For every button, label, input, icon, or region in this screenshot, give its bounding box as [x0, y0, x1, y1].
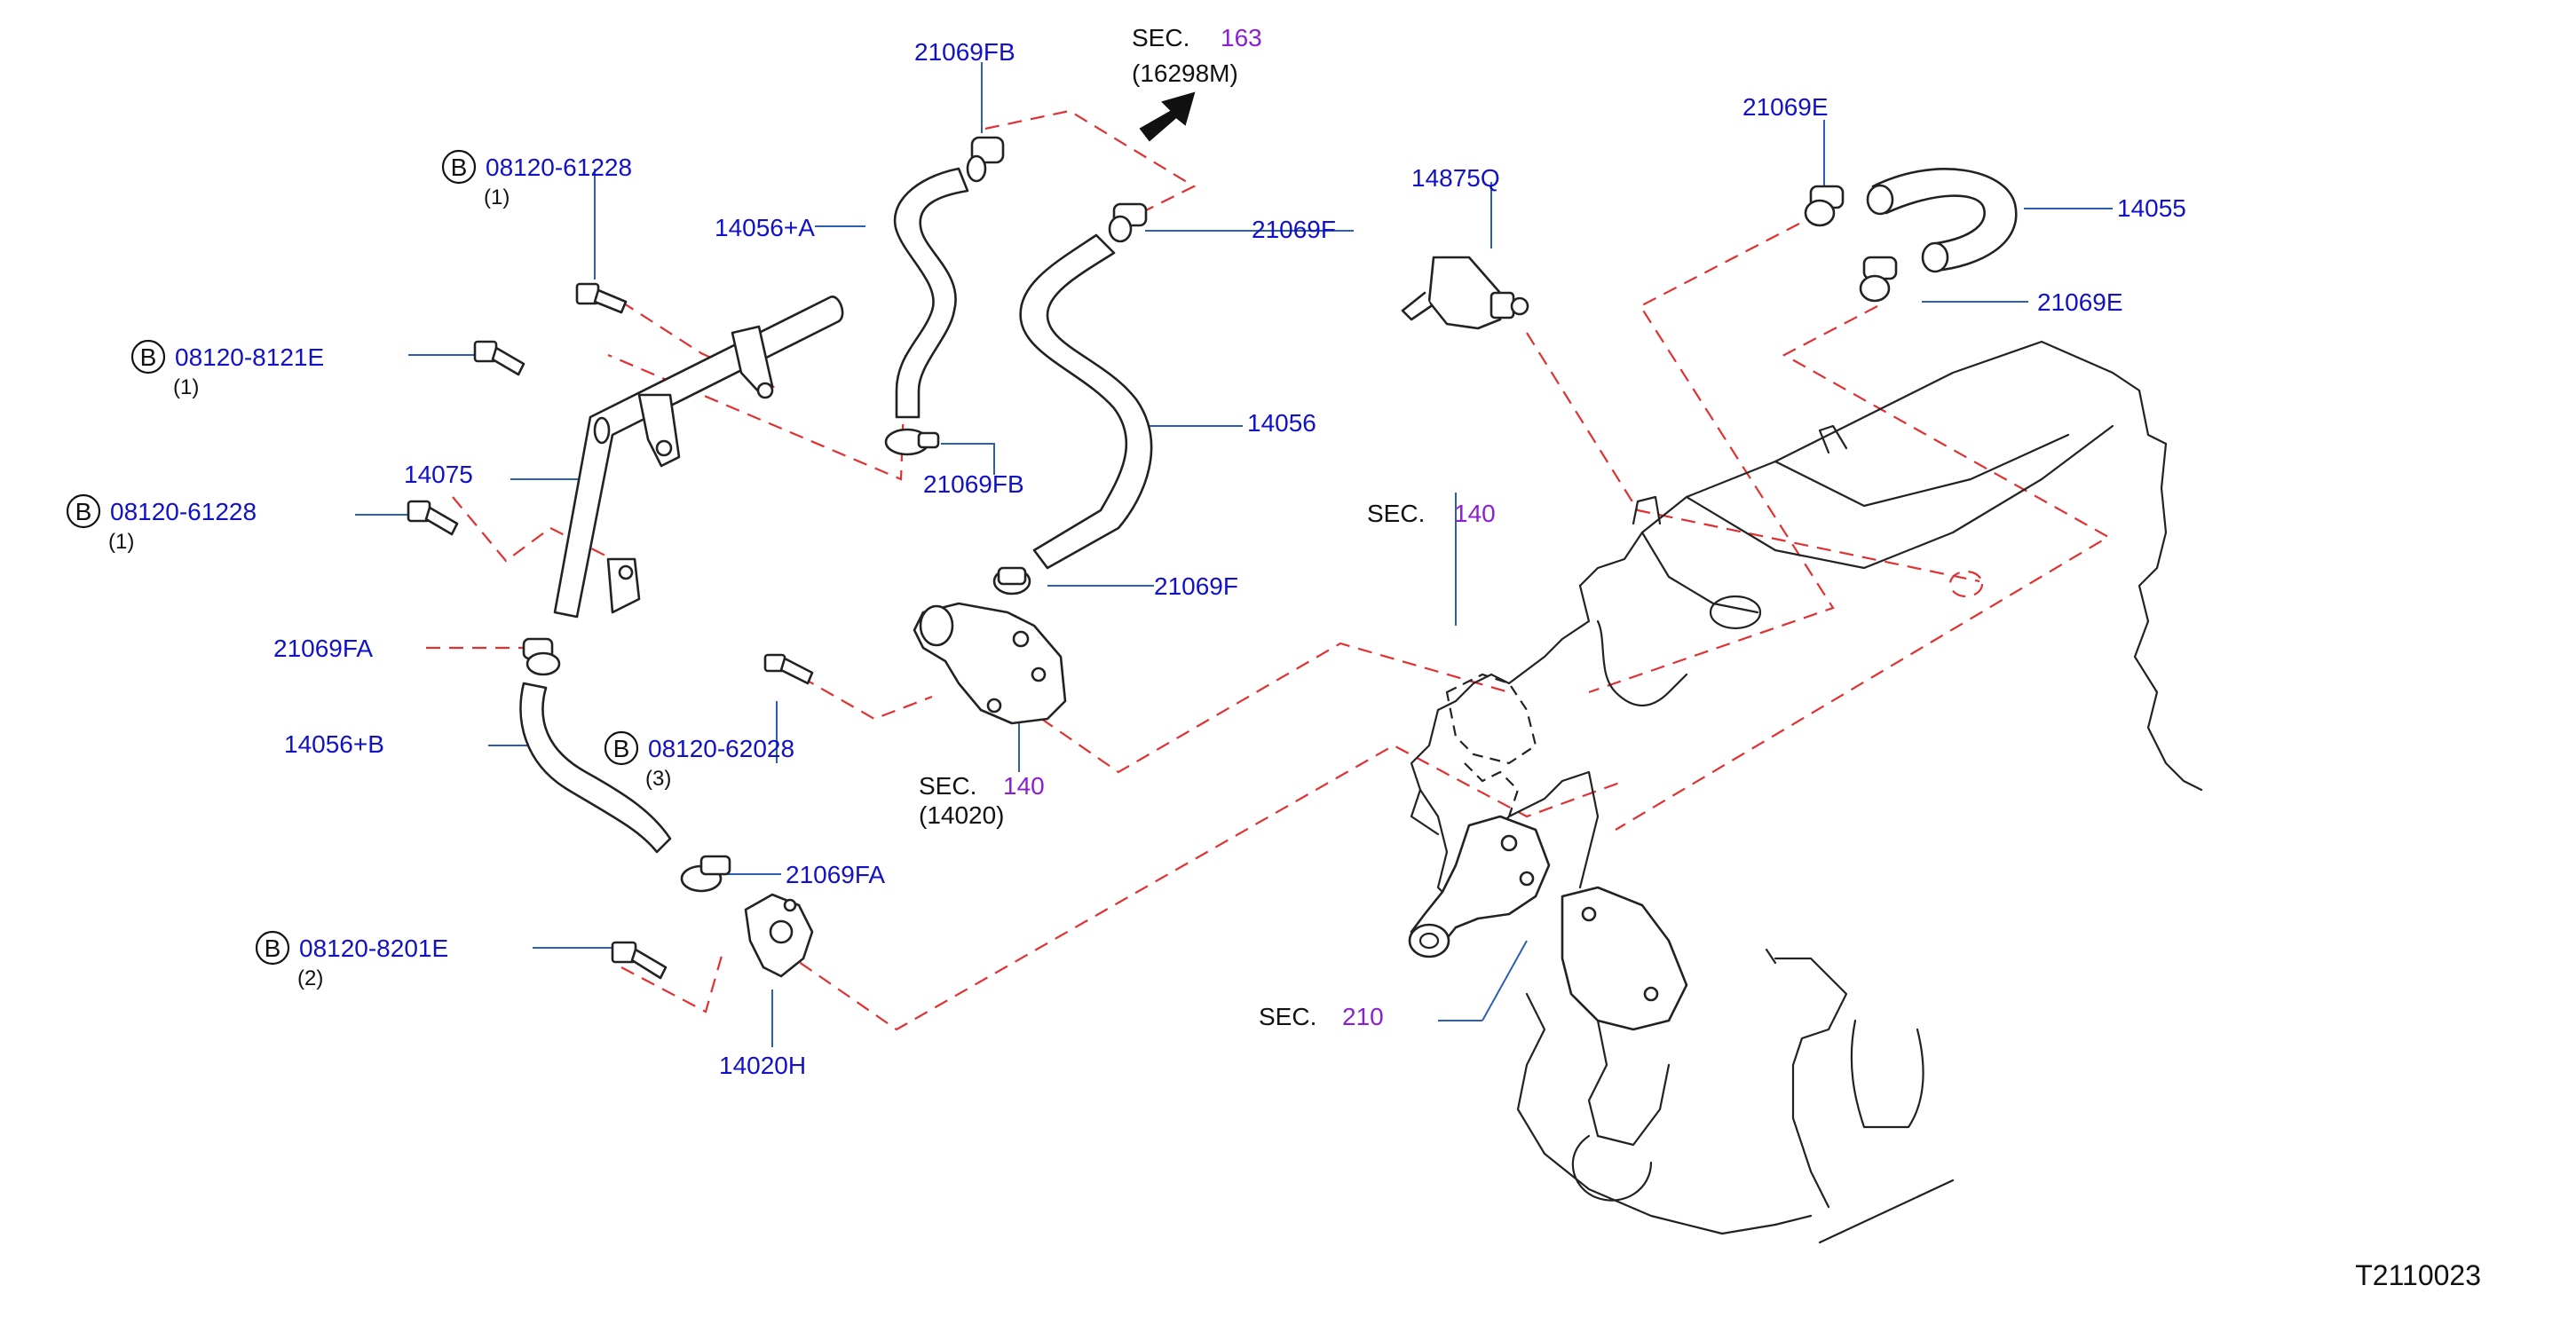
badge-b: B	[75, 498, 92, 525]
label-21069F-bottom: 21069F	[1154, 572, 1238, 600]
bolt-callout-3: B 08120-61228 (1)	[66, 493, 257, 554]
bolt-qty: (2)	[297, 966, 323, 990]
diagram-id: T2110023	[2355, 1259, 2481, 1291]
engine-block	[1408, 340, 2203, 1244]
hose-14056B	[519, 682, 672, 854]
hose-14055	[1871, 168, 2018, 272]
hose-14056	[1019, 233, 1153, 570]
sensor-14875Q	[1401, 256, 1529, 330]
sec-163: SEC. 163 (16298M)	[1132, 24, 1262, 87]
label-21069FB-bottom: 21069FB	[923, 470, 1024, 498]
bolt-08120-62028	[763, 653, 814, 685]
bolt-callout-4: B 08120-62028 (3)	[604, 730, 794, 791]
direction-arrow	[1139, 91, 1196, 142]
badge-b: B	[451, 154, 468, 181]
bolt-callout-5: B 08120-8201E (2)	[255, 930, 448, 990]
clamp-21069F-top	[1108, 202, 1148, 243]
parts	[407, 91, 2018, 980]
clamp-21069FB-top	[966, 136, 1005, 183]
clamp-21069FB-bottom	[884, 428, 940, 456]
clamp-21069E-top	[1804, 185, 1845, 227]
svg-text:163: 163	[1221, 24, 1262, 51]
bolt-part-number: 08120-8121E	[175, 343, 324, 371]
label-14075: 14075	[404, 461, 473, 488]
clamp-21069F-bottom	[992, 566, 1031, 595]
bolt-qty: (1)	[173, 375, 199, 399]
bolt-08120-8201E	[611, 941, 668, 980]
clamp-21069E-bottom	[1859, 256, 1898, 303]
dashed-guides	[426, 109, 2111, 1031]
label-21069F-top: 21069F	[1252, 216, 1336, 243]
label-14020H: 14020H	[719, 1052, 806, 1079]
label-14875Q: 14875Q	[1411, 164, 1500, 192]
svg-text:(14020): (14020)	[919, 801, 1005, 829]
badge-b: B	[613, 735, 630, 762]
label-21069FB-top: 21069FB	[914, 38, 1015, 66]
label-21069FA-top: 21069FA	[273, 635, 373, 662]
label-14056B: 14056+B	[284, 730, 384, 758]
bolt-part-number: 08120-61228	[110, 498, 257, 525]
bolt-part-number: 08120-62028	[648, 735, 794, 762]
svg-text:140: 140	[1454, 500, 1496, 527]
pipe-14075	[553, 296, 844, 619]
svg-text:(16298M): (16298M)	[1132, 59, 1238, 87]
bolt-part-number: 08120-61228	[486, 154, 632, 181]
bolt-qty: (3)	[645, 767, 671, 791]
part-labels: 21069FB 14056+A 21069FB 21069F 14056 210…	[273, 38, 2186, 1079]
sec-140-engine: SEC. 140	[1367, 500, 1496, 527]
bolt-callout-2: B 08120-8121E (1)	[130, 339, 324, 399]
section-references: SEC. 163 (16298M) SEC. 140 SEC. 140 (140…	[919, 24, 1496, 1030]
bolt-qty: (1)	[108, 530, 134, 554]
svg-text:SEC.: SEC.	[1259, 1003, 1316, 1030]
bolt-qty: (1)	[484, 185, 510, 209]
clamp-21069FA-bottom	[680, 855, 731, 893]
hose-14056A	[893, 167, 969, 419]
bolt-08120-8121E	[473, 340, 525, 376]
bolt-08120-61228-a	[575, 282, 628, 314]
badge-b: B	[265, 935, 281, 962]
bolt-part-number: 08120-8201E	[299, 935, 448, 962]
bolt-callouts: B 08120-61228 (1) B 08120-8121E (1) B 08…	[66, 149, 794, 990]
label-21069FA-bottom: 21069FA	[786, 861, 885, 888]
svg-text:SEC.: SEC.	[919, 772, 976, 800]
bolt-callout-1: B 08120-61228 (1)	[441, 149, 632, 209]
clamp-21069FA-top	[522, 637, 561, 676]
svg-text:140: 140	[1003, 772, 1045, 800]
label-21069E-bottom: 21069E	[2037, 288, 2123, 316]
svg-text:SEC.: SEC.	[1367, 500, 1425, 527]
svg-text:SEC.: SEC.	[1132, 24, 1189, 51]
sec-140-thermostat: SEC. 140 (14020)	[919, 772, 1045, 829]
water-pump	[1410, 815, 1551, 956]
label-21069E-top: 21069E	[1742, 93, 1829, 121]
sec-210: SEC. 210	[1259, 1003, 1384, 1030]
label-14056: 14056	[1247, 409, 1316, 437]
svg-text:210: 210	[1342, 1003, 1384, 1030]
label-14055: 14055	[2117, 194, 2186, 222]
badge-b: B	[140, 343, 157, 371]
label-14056A: 14056+A	[715, 214, 815, 241]
bolt-08120-61228-b	[407, 500, 459, 536]
